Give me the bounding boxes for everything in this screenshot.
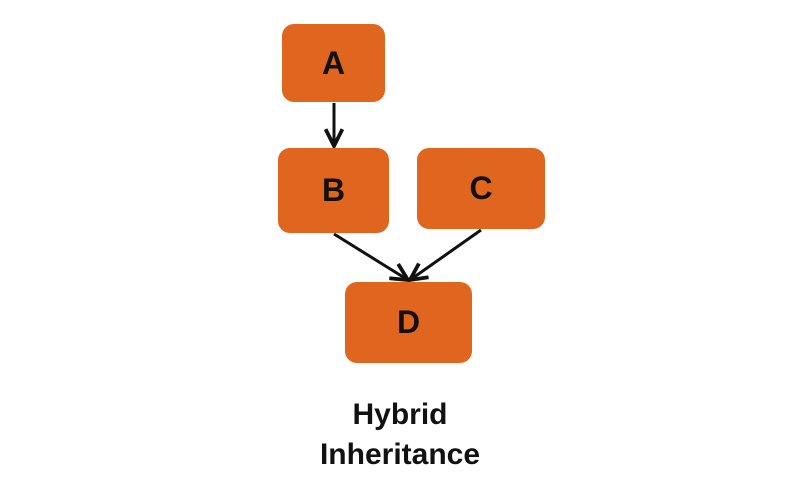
node-b: B	[278, 148, 389, 233]
diagram-title-line-2: Inheritance	[319, 438, 481, 471]
node-d-label: D	[396, 304, 421, 340]
node-c-label: C	[469, 170, 493, 206]
node-c: C	[417, 148, 545, 229]
edge-b-to-d	[333, 232, 408, 280]
node-d: D	[345, 282, 472, 363]
diagram-title-line-1: Hybrid	[352, 398, 448, 431]
node-a: A	[282, 24, 385, 102]
node-a-label: A	[321, 44, 346, 81]
edge-c-to-d	[410, 228, 482, 280]
node-b-label: B	[321, 172, 346, 208]
